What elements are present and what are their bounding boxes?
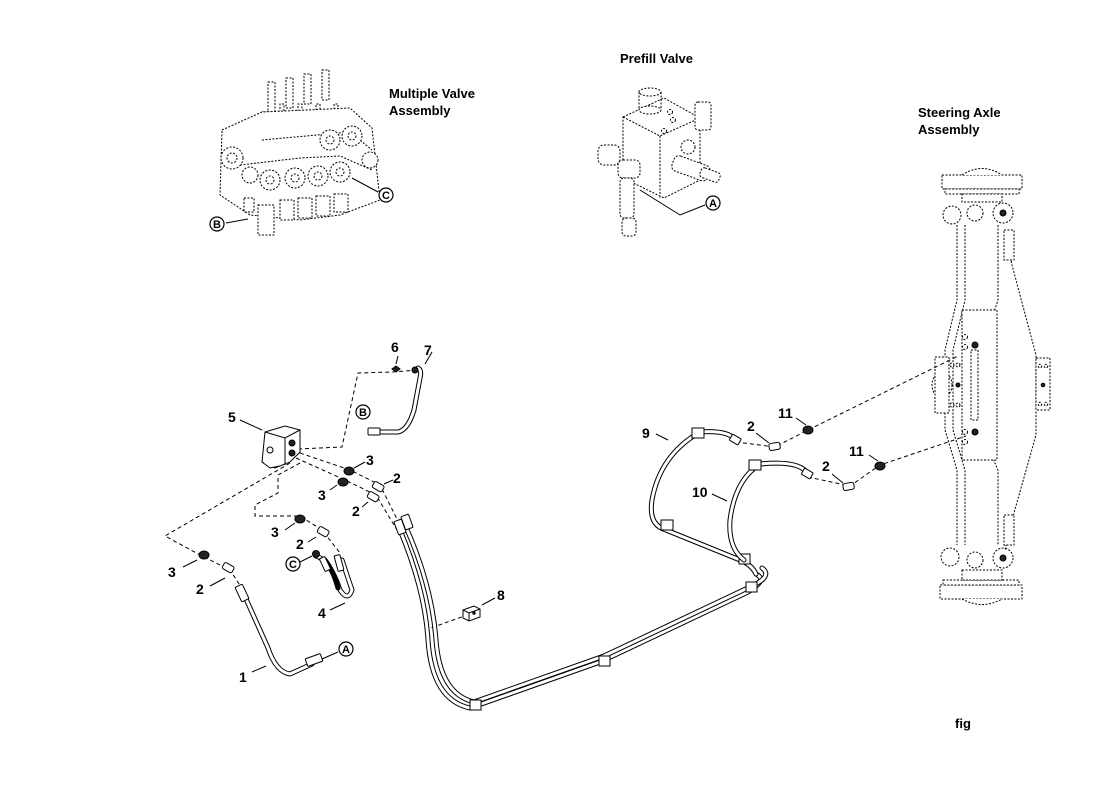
callout-1: 1 — [239, 669, 247, 685]
svg-text:A: A — [709, 198, 717, 210]
part-8-clamp: 8 — [462, 587, 505, 622]
ref-c-marker-hose: C — [285, 556, 301, 572]
callout-3-b: 3 — [318, 487, 326, 503]
svg-text:C: C — [289, 559, 297, 571]
part-9-hose: 9 — [642, 425, 759, 577]
callout-7: 7 — [424, 342, 432, 358]
clamp — [469, 699, 482, 711]
part-6-fitting: 6 — [391, 339, 401, 373]
ref-b-marker-hose: B — [355, 404, 371, 420]
valve-ports — [220, 125, 379, 191]
callout-2-a: 2 — [393, 470, 401, 486]
svg-text:A: A — [342, 644, 350, 656]
multiple-valve-title-line1: Multiple Valve — [389, 86, 475, 101]
fittings-hose10-axle: 2 11 — [822, 443, 886, 491]
fittings-upper-pair: 3 3 2 2 — [318, 452, 401, 519]
ref-a-marker-prefill: A — [705, 195, 721, 211]
ref-a-marker-hose: A — [338, 641, 354, 657]
callout-3-a: 3 — [366, 452, 374, 468]
fittings-hose9-axle: 2 11 — [747, 405, 814, 451]
svg-text:C: C — [382, 190, 390, 202]
prefill-valve: Prefill Valve A — [597, 51, 721, 237]
callout-11-b: 11 — [849, 443, 864, 459]
multiple-valve-title-line2: Assembly — [389, 103, 451, 118]
callout-11-a: 11 — [778, 405, 793, 421]
steering-axle-title-line1: Steering Axle — [918, 105, 1001, 120]
callout-3-c: 3 — [271, 524, 279, 540]
part-10-hose: 10 — [692, 459, 814, 563]
callout-2-f: 2 — [822, 458, 830, 474]
svg-text:B: B — [213, 219, 221, 231]
clamp — [748, 459, 762, 471]
connection-lines — [163, 355, 967, 631]
fittings-hose1-pair: 3 2 — [168, 550, 235, 597]
multiple-valve-assembly: C B Multiple Valve Assembly — [209, 69, 475, 236]
callout-2-e: 2 — [747, 418, 755, 434]
part-1-hose: A 1 — [234, 583, 354, 685]
steering-axle-title-line2: Assembly — [918, 122, 980, 137]
svg-text:B: B — [359, 407, 367, 419]
callout-9: 9 — [642, 425, 650, 441]
figure-caption: fig — [955, 716, 971, 731]
callout-2-c: 2 — [296, 536, 304, 552]
callout-10: 10 — [692, 484, 708, 500]
callout-5: 5 — [228, 409, 236, 425]
callout-2-d: 2 — [196, 581, 204, 597]
callout-4: 4 — [318, 605, 326, 621]
prefill-valve-title: Prefill Valve — [620, 51, 693, 66]
callout-3-d: 3 — [168, 564, 176, 580]
callout-8: 8 — [497, 587, 505, 603]
main-hose-bundle — [393, 513, 769, 711]
part-4-hose: C 4 — [285, 550, 355, 621]
part-7-hose: 7 B — [355, 342, 433, 436]
steering-axle-assembly: Steering Axle Assembly — [918, 105, 1051, 605]
callout-2-b: 2 — [352, 503, 360, 519]
clamp — [691, 427, 705, 439]
ref-b-marker-valve: B — [209, 216, 225, 232]
ref-c-marker-valve: C — [378, 187, 394, 203]
callout-6: 6 — [391, 339, 399, 355]
clamp — [660, 519, 674, 531]
clamp — [598, 655, 611, 667]
fittings-hose4-pair: 3 2 — [271, 514, 330, 552]
clamp — [745, 581, 758, 593]
part-5-steering-unit: 5 — [228, 409, 301, 469]
